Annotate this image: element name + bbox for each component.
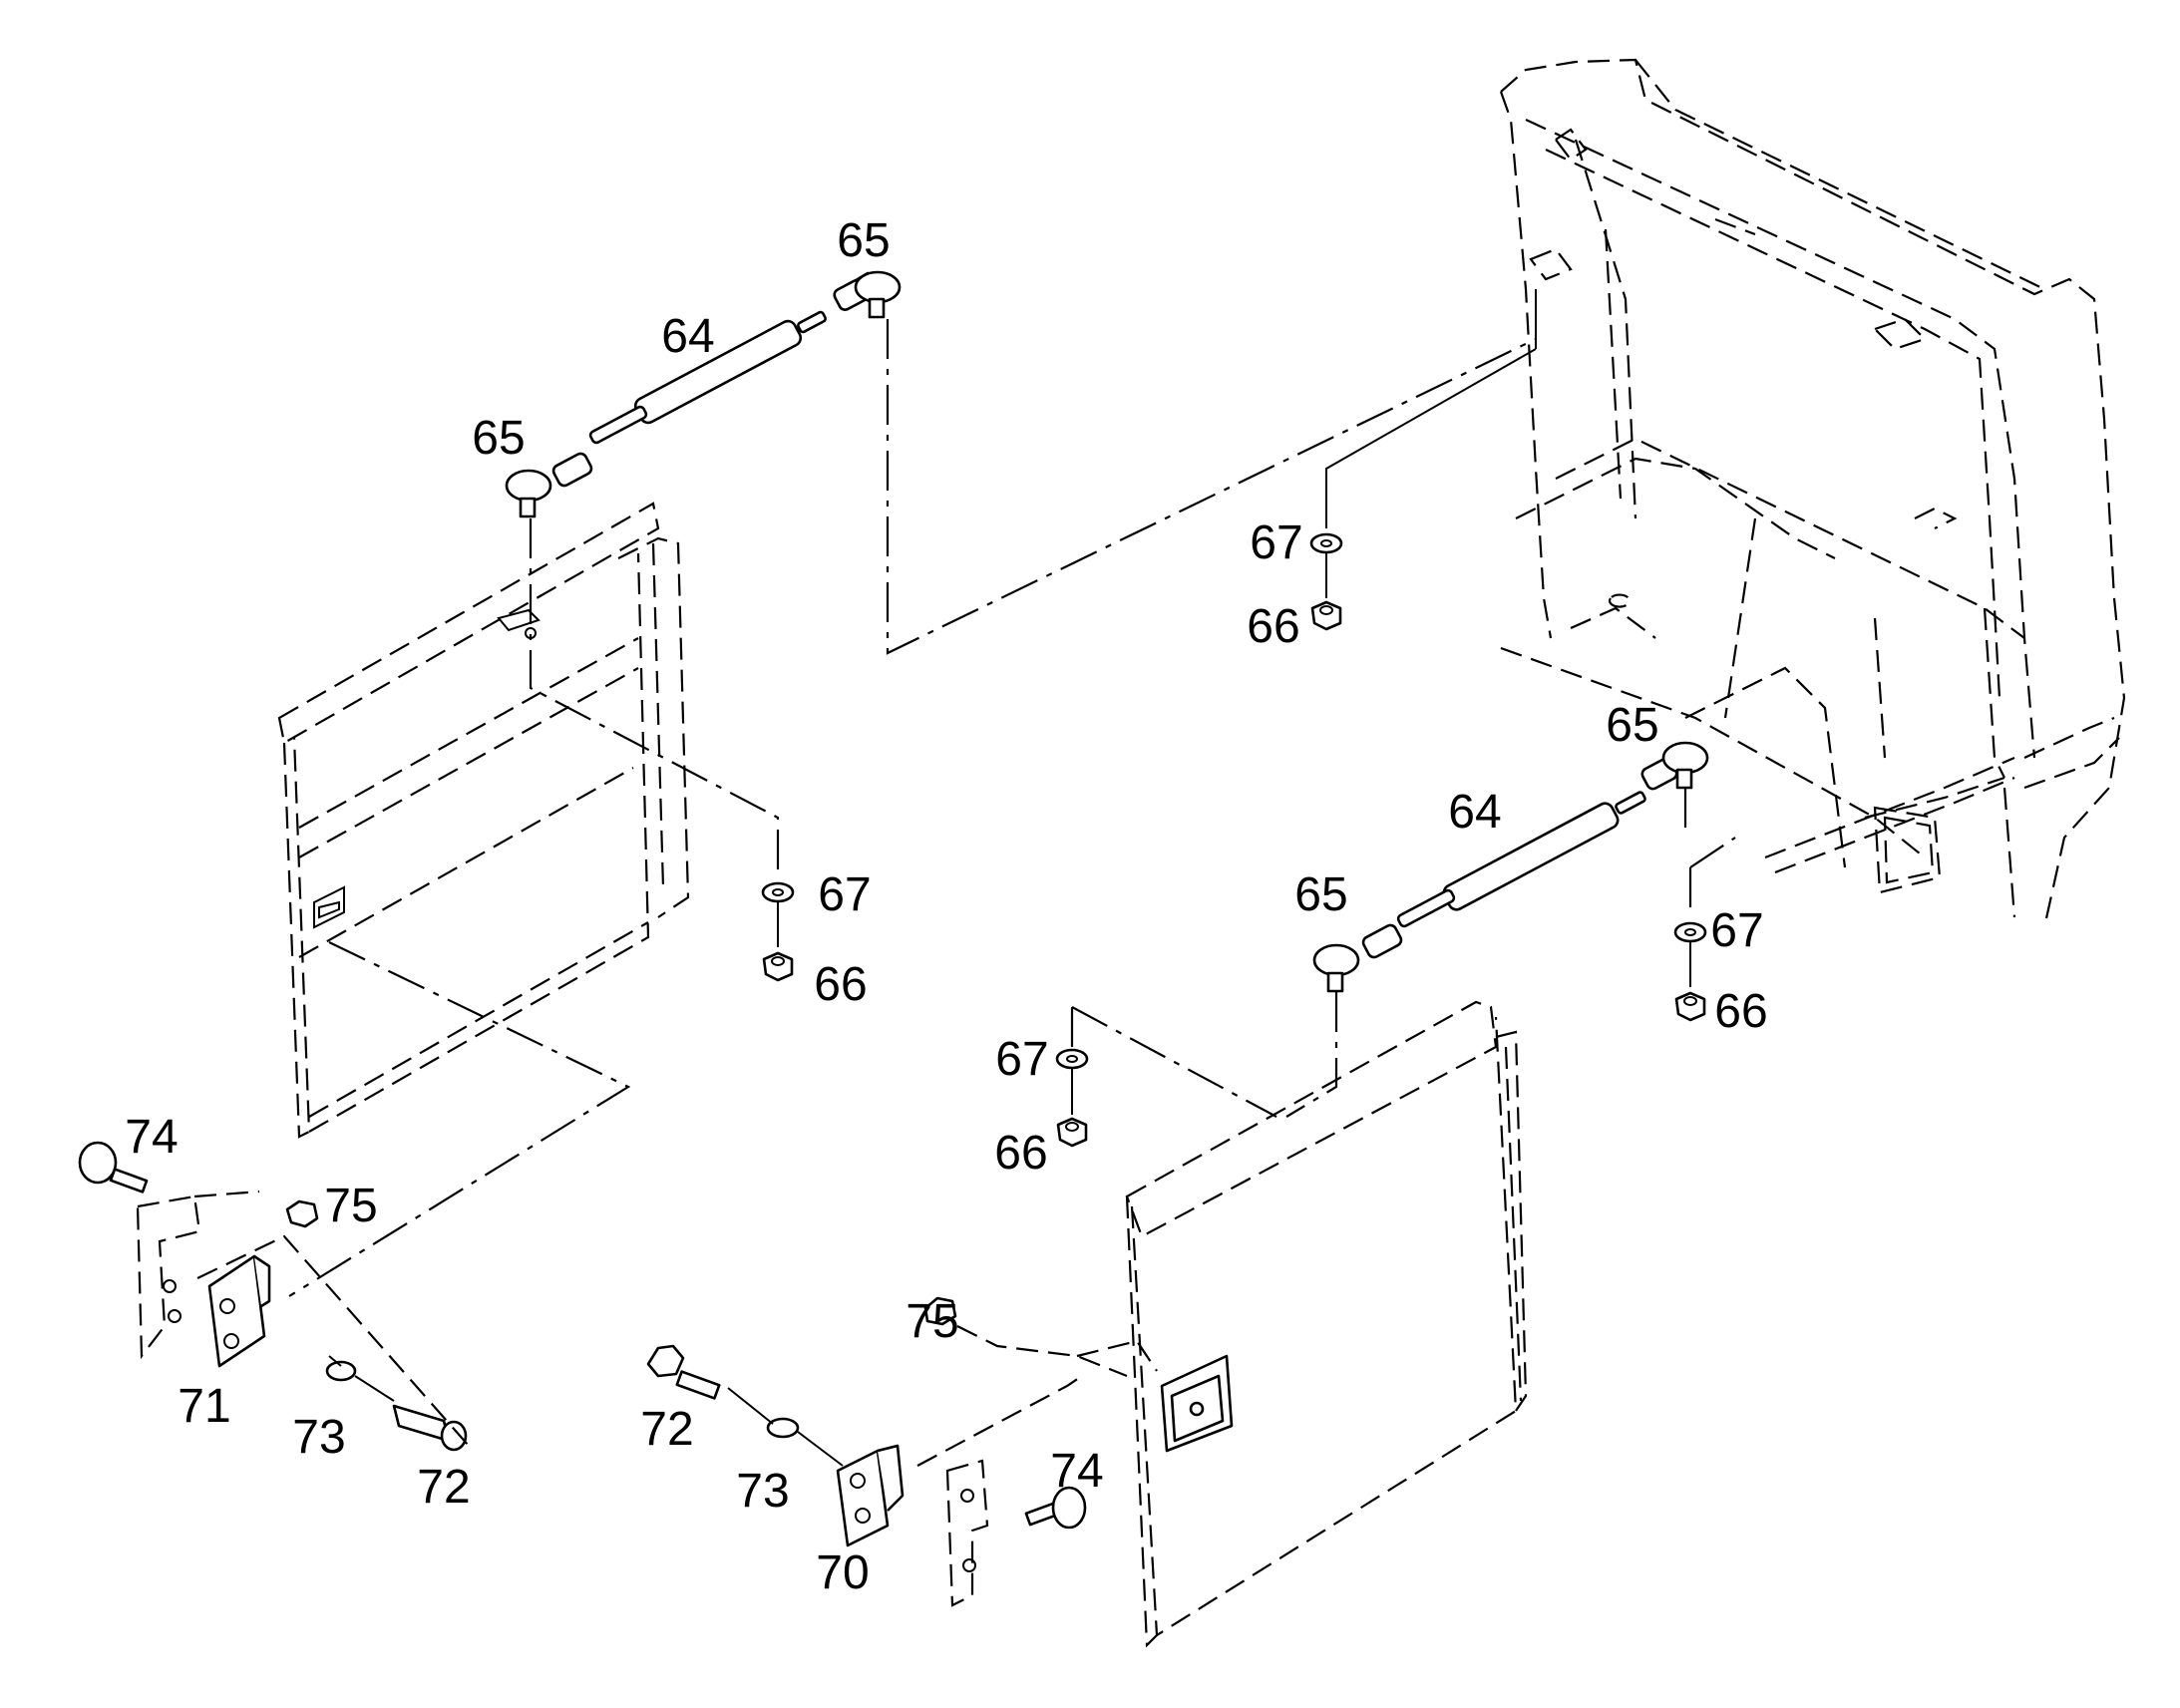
callout-74-center: 74 [1050, 1445, 1104, 1498]
gas-strut-top [505, 270, 902, 518]
callout-70: 70 [816, 1546, 870, 1599]
callout-65-mid-left: 65 [1294, 868, 1348, 921]
callout-67-center: 67 [995, 1033, 1049, 1086]
cab-frame [1499, 58, 2126, 928]
callout-64-mid: 64 [1448, 786, 1502, 839]
callout-66-top-right: 66 [1247, 600, 1300, 653]
center-hinge-assembly [646, 1296, 1158, 1607]
left-hinge-assembly [78, 1141, 470, 1452]
callout-75-left: 75 [324, 1180, 378, 1232]
right-door-panel [1125, 1000, 1528, 1648]
callout-74-left: 74 [125, 1111, 179, 1164]
callout-73-left: 73 [292, 1411, 346, 1464]
callout-67-top-right: 67 [1250, 516, 1303, 569]
callout-65-top-left: 65 [472, 412, 526, 465]
callout-64-top: 64 [661, 310, 715, 363]
callout-66-left: 66 [814, 958, 868, 1011]
callout-71: 71 [178, 1380, 231, 1433]
leader-lines [288, 289, 1736, 1467]
callout-67-left: 67 [818, 868, 872, 921]
callout-72-center: 72 [640, 1403, 694, 1456]
callout-65-top-right: 65 [837, 214, 891, 267]
callout-73-center: 73 [736, 1465, 790, 1518]
callout-65-mid-right: 65 [1606, 699, 1659, 752]
callout-75-center: 75 [906, 1295, 959, 1348]
gas-strut-middle [1312, 741, 1709, 993]
washers-nuts [761, 532, 1707, 1148]
callout-72-left: 72 [417, 1461, 471, 1514]
left-door-panel [277, 502, 690, 1139]
callout-66-center: 66 [994, 1127, 1048, 1180]
callout-66-right: 66 [1714, 985, 1768, 1038]
callout-67-right: 67 [1710, 904, 1764, 957]
